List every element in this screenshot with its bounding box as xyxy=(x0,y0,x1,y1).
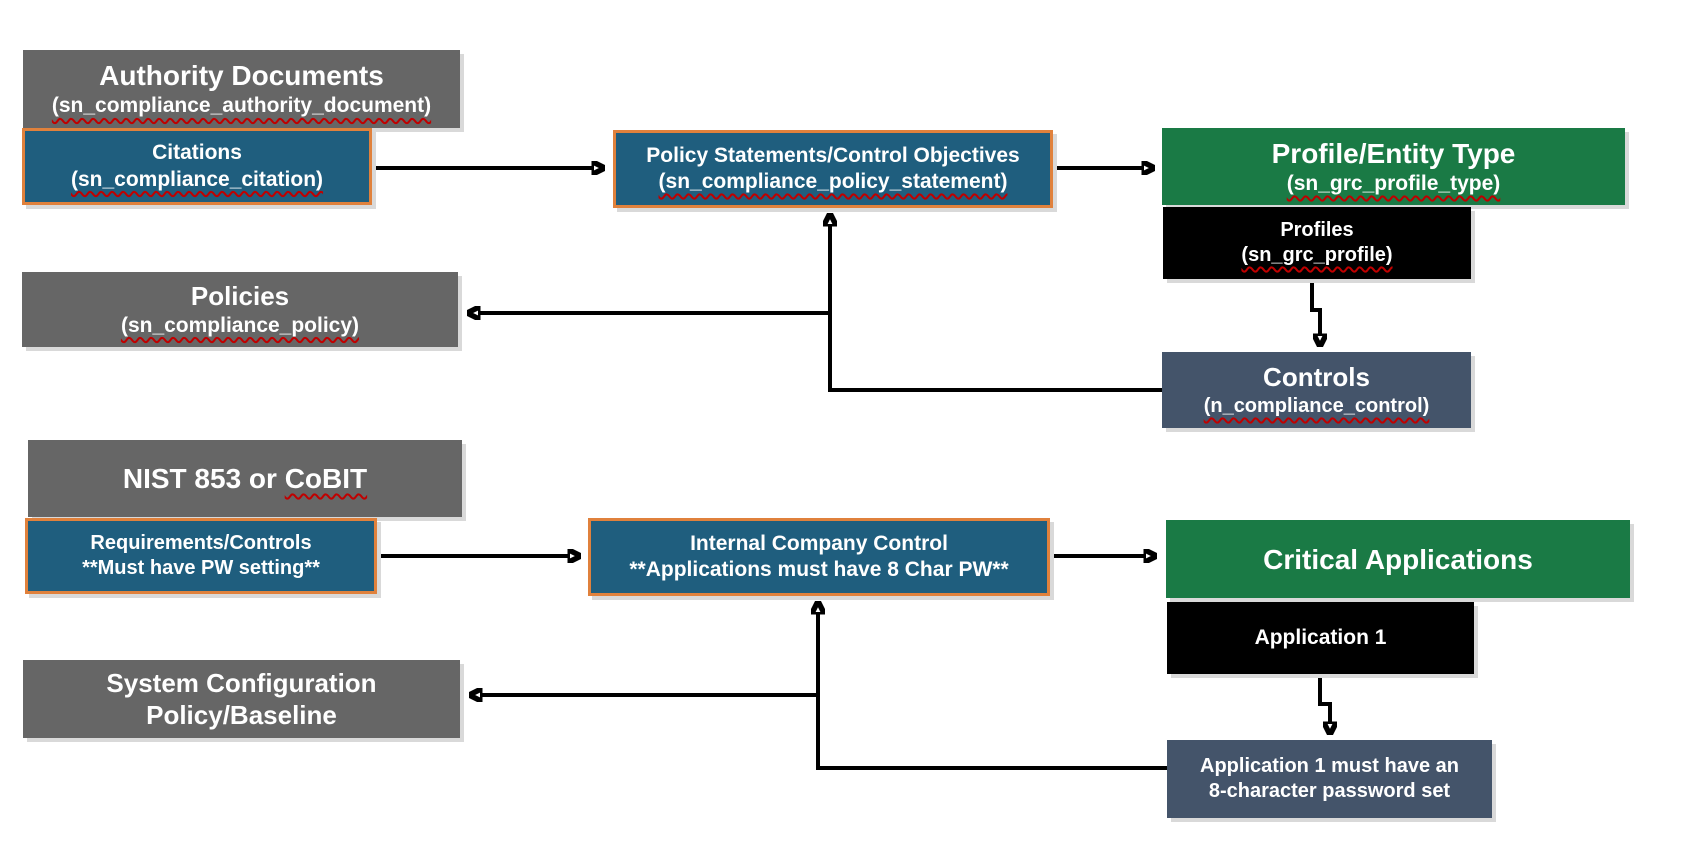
authority-documents-title: Authority Documents xyxy=(99,60,384,92)
citations-table-name: (sn_compliance_citation) xyxy=(70,167,324,191)
citations-title: Citations xyxy=(152,141,242,165)
nist-cobit-box: NIST 853 or CoBIT xyxy=(28,440,462,517)
profiles-title: Profiles xyxy=(1280,219,1354,241)
application1-requirement-line1: Application 1 must have an xyxy=(1200,755,1459,777)
critical-applications-box: Critical Applications xyxy=(1166,520,1630,598)
policies-table-name: (sn_compliance_policy) xyxy=(120,313,360,337)
arrow-profiles-to-controls xyxy=(1310,280,1320,336)
controls-title: Controls xyxy=(1263,362,1370,393)
requirements-controls-line1: Requirements/Controls xyxy=(90,532,312,554)
application1-requirement-line2: 8-character password set xyxy=(1208,780,1451,802)
internal-company-control-line2: **Applications must have 8 Char PW** xyxy=(629,558,1009,581)
policies-box: Policies (sn_compliance_policy) xyxy=(22,272,458,347)
policies-title: Policies xyxy=(190,281,290,312)
arrow-controls-to-policy-statements xyxy=(830,224,1162,392)
system-configuration-line2: Policy/Baseline xyxy=(146,700,337,730)
internal-company-control-line1: Internal Company Control xyxy=(690,531,948,555)
profile-entity-type-title: Profile/Entity Type xyxy=(1271,137,1516,169)
arrow-application1-to-requirement xyxy=(1318,676,1330,724)
profile-entity-type-box: Profile/Entity Type (sn_grc_profile_type… xyxy=(1162,128,1625,205)
nist-cobit-title-prefix: NIST 853 or xyxy=(122,463,285,494)
application1-box: Application 1 xyxy=(1167,602,1474,674)
authority-documents-box: Authority Documents (sn_compliance_autho… xyxy=(23,50,460,128)
system-configuration-line1: System Configuration xyxy=(106,667,377,698)
citations-box: Citations (sn_compliance_citation) xyxy=(22,128,372,205)
policy-statements-table-name: (sn_compliance_policy_statement) xyxy=(658,170,1008,193)
policy-statements-title: Policy Statements/Control Objectives xyxy=(646,143,1020,167)
policy-statements-box: Policy Statements/Control Objectives (sn… xyxy=(613,130,1053,208)
requirements-controls-box: Requirements/Controls **Must have PW set… xyxy=(25,518,377,594)
requirements-controls-line2: **Must have PW setting** xyxy=(82,557,320,579)
application1-title: Application 1 xyxy=(1254,625,1387,649)
nist-cobit-title: NIST 853 or CoBIT xyxy=(123,461,367,496)
system-configuration-box: System Configuration Policy/Baseline xyxy=(23,660,460,738)
nist-cobit-title-word: CoBIT xyxy=(284,463,368,494)
profiles-table-name: (sn_grc_profile) xyxy=(1241,244,1393,266)
critical-applications-title: Critical Applications xyxy=(1263,543,1533,575)
controls-box: Controls (n_compliance_control) xyxy=(1162,352,1471,428)
authority-documents-table-name: (sn_compliance_authority_document) xyxy=(51,94,432,118)
profiles-box: Profiles (sn_grc_profile) xyxy=(1163,207,1471,279)
application1-requirement-box: Application 1 must have an 8-character p… xyxy=(1167,740,1492,818)
internal-company-control-box: Internal Company Control **Applications … xyxy=(588,518,1050,596)
profile-entity-type-table-name: (sn_grc_profile_type) xyxy=(1286,171,1501,195)
arrow-requirement-to-internal-control xyxy=(818,612,1167,770)
controls-table-name: (n_compliance_control) xyxy=(1203,394,1430,417)
